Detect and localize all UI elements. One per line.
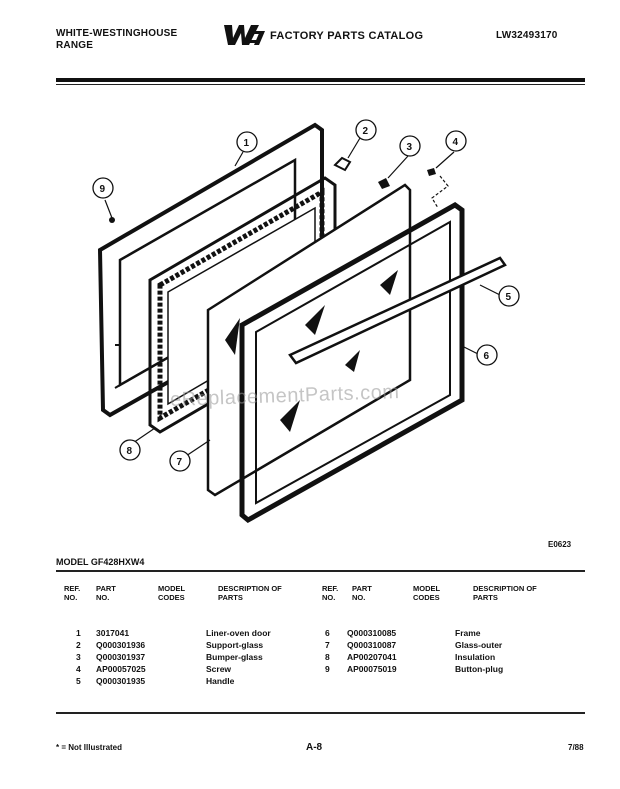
callout-6: 6: [476, 344, 498, 366]
svg-text:8: 8: [127, 446, 133, 457]
revision-date: 7/88: [568, 743, 584, 752]
svg-text:7: 7: [177, 457, 183, 468]
header-part-left: PART NO.: [96, 584, 116, 602]
drawing-code: E0623: [548, 540, 572, 549]
callout-8: 8: [119, 439, 141, 461]
footer-note: * = Not Illustrated: [56, 743, 123, 752]
support-glass-part: [333, 156, 352, 172]
svg-text:4: 4: [453, 137, 459, 148]
screw-leader: [431, 175, 449, 209]
callout-4: 4: [445, 130, 467, 152]
header-rule-thin: [56, 84, 585, 85]
svg-text:3: 3: [407, 142, 413, 153]
screw-part: [427, 168, 436, 176]
table-bottom-rule: [56, 712, 585, 714]
header-ref-right: REF. NO.: [322, 584, 339, 602]
svg-text:1: 1: [244, 138, 250, 149]
callout-3: 3: [399, 135, 421, 157]
header-part-right: PART NO.: [352, 584, 372, 602]
svg-text:5: 5: [506, 292, 512, 303]
bumper-glass-part: [378, 178, 390, 189]
header-rule: [56, 78, 585, 82]
diagram-svg: 1 2 3 4 5 6 7 8: [92, 119, 520, 524]
callout-5: 5: [498, 285, 520, 307]
doc-number: LW32493170: [496, 30, 558, 41]
callout-7: 7: [169, 450, 191, 472]
appliance-type: RANGE: [56, 40, 94, 51]
table-top-rule: [56, 570, 585, 572]
exploded-door-diagram: 1 2 3 4 5 6 7 8: [60, 110, 560, 530]
page-number: A-8: [306, 742, 323, 753]
glass-outer: [206, 183, 412, 497]
brand-name: WHITE-WESTINGHOUSE: [56, 28, 178, 39]
callout-9: 9: [92, 177, 114, 199]
header-desc-left: DESCRIPTION OF PARTS: [218, 584, 282, 602]
button-plug-part: [109, 217, 115, 223]
header-desc-right: DESCRIPTION OF PARTS: [473, 584, 537, 602]
callout-2: 2: [355, 119, 377, 141]
door-handle: [288, 256, 507, 365]
svg-text:6: 6: [484, 351, 490, 362]
svg-text:9: 9: [100, 184, 106, 195]
model-label: MODEL GF428HXW4: [56, 557, 145, 567]
catalog-title: FACTORY PARTS CATALOG: [270, 30, 424, 42]
svg-text:2: 2: [363, 126, 369, 137]
header-model-right: MODEL CODES: [413, 584, 440, 602]
header-ref-left: REF. NO.: [64, 584, 81, 602]
callout-1: 1: [236, 131, 258, 153]
header-model-left: MODEL CODES: [158, 584, 185, 602]
wci-logo: [222, 24, 266, 46]
door-frame: [239, 202, 465, 524]
